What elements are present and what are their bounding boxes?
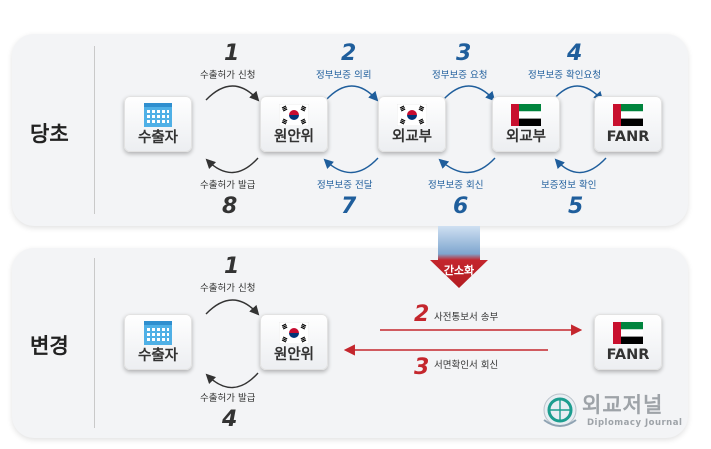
step-number-4-after: 4 [222,407,238,432]
node-label-mofa-kr: 외교부 [391,128,433,145]
node-fanr-after: FANR [594,314,662,370]
node-nssc-before: 원안위 [260,96,328,152]
simplify-label: 간소화 [443,264,475,277]
arrow-step-3-before [442,85,496,102]
node-label-exporter: 수출자 [137,347,179,364]
node-mofa-kr: 외교부 [378,96,446,152]
step-number-1: 1 [224,41,240,66]
arrow-step-5-before [554,157,607,174]
node-label-exporter: 수출자 [137,129,179,146]
step-caption-2: 정부보증 의뢰 [316,70,372,81]
uae-flag-icon [613,321,643,344]
step-number-8: 8 [222,194,238,219]
node-fanr-before: FANR [594,96,662,152]
arrow-step-8-before [205,157,259,174]
node-label-fanr: FANR [606,346,650,363]
arrow-step-7-before [323,157,379,174]
node-nssc-after: 원안위 [260,314,328,370]
step-number-3: 3 [456,41,472,66]
arrow-step-2-before [325,85,379,102]
step-caption-6: 정부보증 회신 [428,180,484,191]
step-number-7: 7 [341,194,357,219]
step-caption-4-after: 수출허가 발급 [200,393,256,404]
korea-flag-icon [279,321,309,344]
building-icon [144,320,172,345]
node-exporter-before: 수출자 [124,96,192,152]
step-caption-3: 정부보증 요청 [432,70,488,81]
node-mofa-uae: 외교부 [492,96,560,152]
node-label-nssc: 원안위 [273,128,315,145]
step-caption-3-after: 서면확인서 회신 [434,360,499,371]
step-number-5: 5 [568,194,584,219]
node-label-fanr: FANR [606,128,650,145]
arrow-step-4-before [552,85,604,102]
step-number-2-after: 2 [414,302,430,327]
logo-subtitle: Diplomacy Journal [587,418,683,428]
step-caption-8: 수출허가 발급 [200,180,256,191]
arrow-step-1-before [205,85,260,102]
step-caption-4: 정부보증 확인요청 [528,70,601,81]
arrow-step-1-after [205,299,260,316]
step-number-1-after: 1 [224,254,240,279]
simplify-arrow [430,226,488,288]
section-divider-after [94,258,95,428]
uae-flag-icon [613,103,643,126]
building-icon [144,102,172,127]
step-caption-2-after: 사전통보서 송부 [434,312,499,323]
arrow-step-6-before [438,157,496,174]
arrow-step-4-after [205,372,259,389]
step-number-2: 2 [341,41,357,66]
step-number-6: 6 [453,194,469,219]
step-caption-1: 수출허가 신청 [200,70,256,81]
node-label-mofa-uae: 외교부 [505,128,547,145]
logo-title: 외교저널 [582,393,664,417]
uae-flag-icon [511,103,541,126]
step-caption-5: 보증정보 확인 [541,180,597,191]
section-label-after: 변경 [30,334,69,358]
node-exporter-after: 수출자 [124,314,192,370]
node-label-nssc: 원안위 [273,346,315,363]
journal-logo [543,393,577,427]
korea-flag-icon [279,103,309,126]
step-number-3-after: 3 [414,355,430,380]
section-label-before: 당초 [30,122,69,146]
korea-flag-icon [397,103,427,126]
step-caption-1-after: 수출허가 신청 [200,283,256,294]
step-number-4: 4 [567,41,583,66]
step-caption-7: 정부보증 전달 [317,180,373,191]
section-divider-before [94,46,95,214]
